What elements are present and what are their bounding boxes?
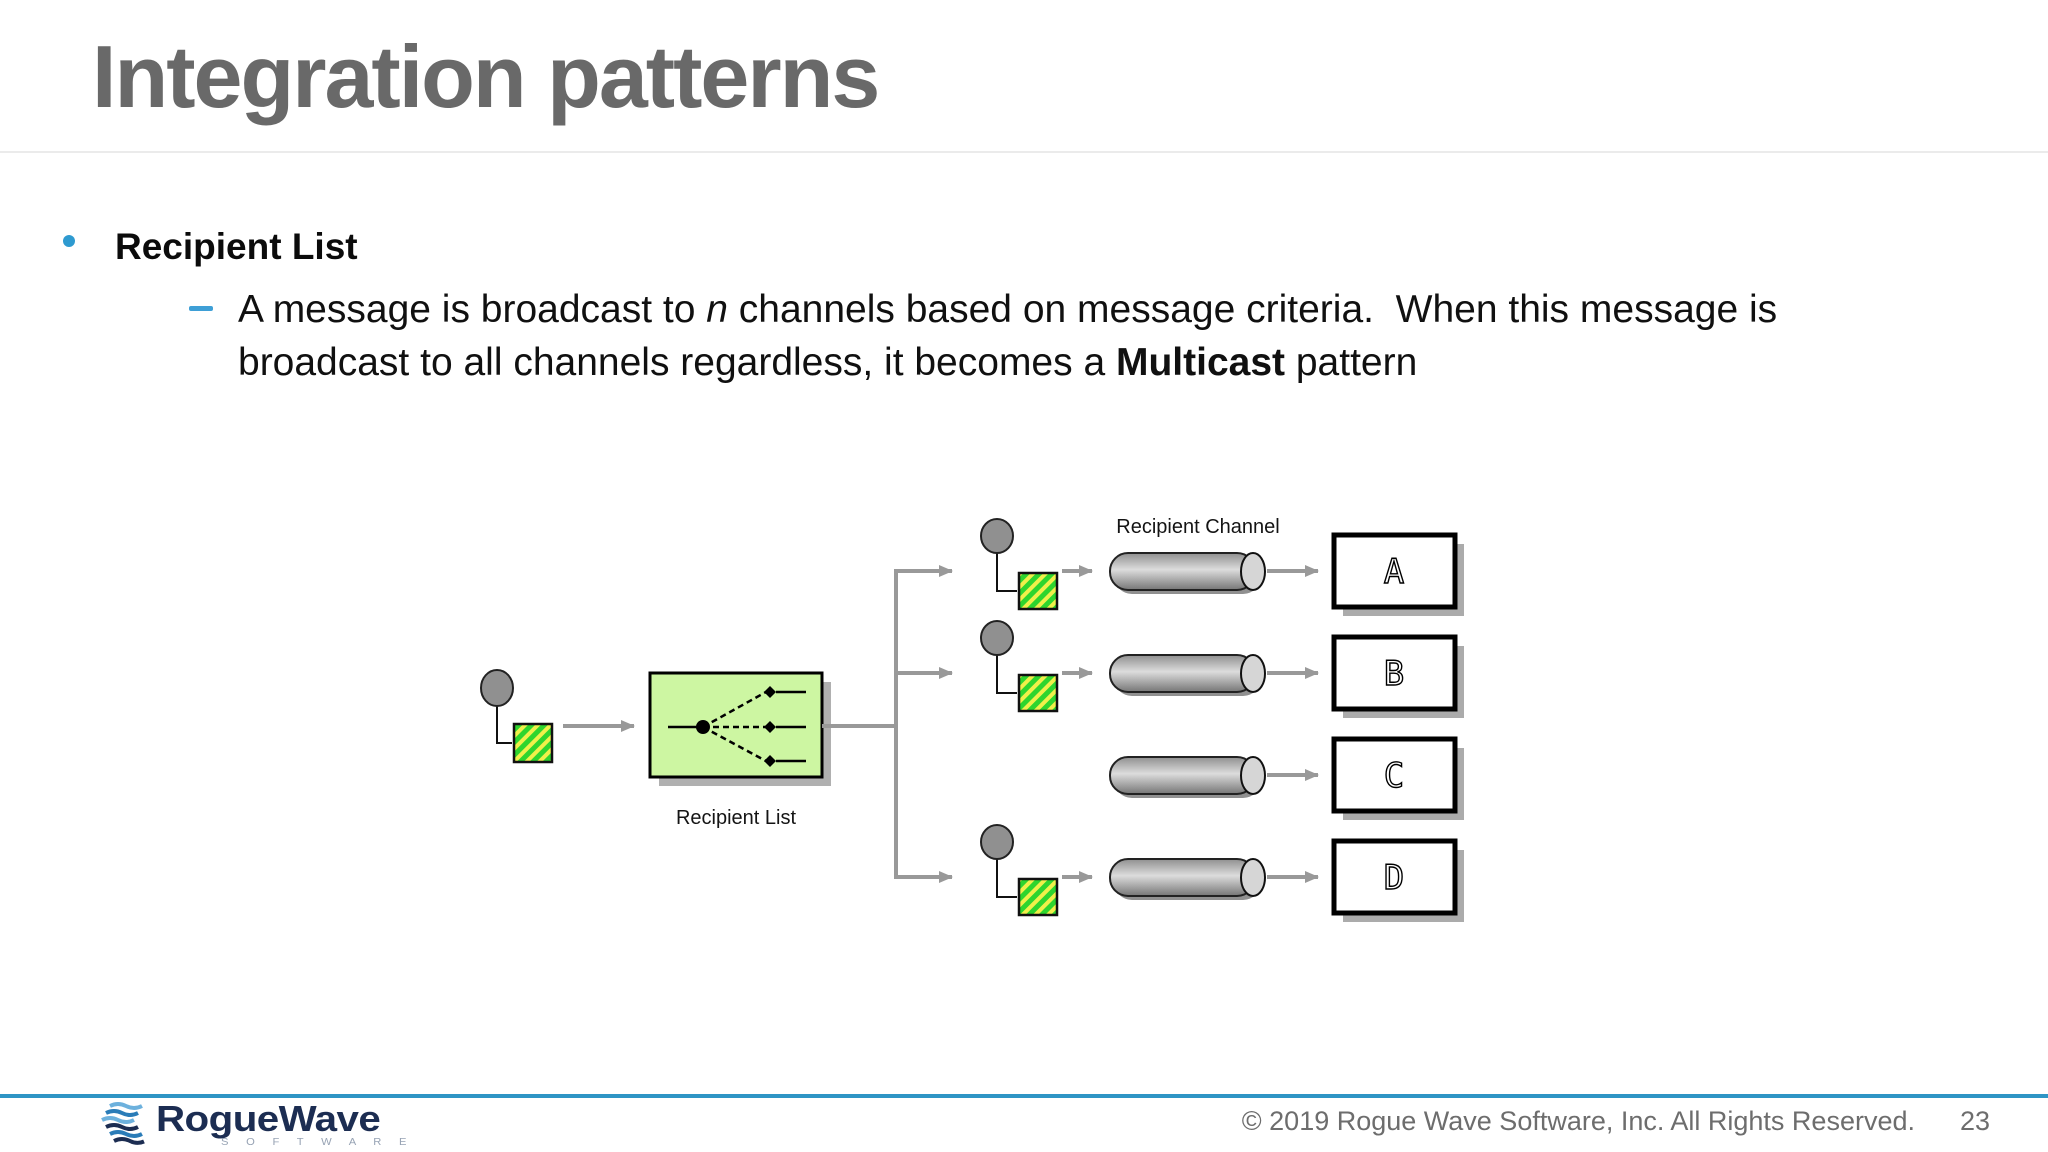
roguewave-waves-icon — [101, 1102, 145, 1145]
copyright-text: © 2019 Rogue Wave Software, Inc. All Rig… — [1241, 1106, 1915, 1136]
bullet-heading: Recipient List — [115, 226, 358, 267]
endpoint-letter-c: C — [1384, 756, 1404, 796]
roguewave-logo-subtext: S O F T W A R E — [220, 1137, 414, 1148]
endpoint-letter-b: B — [1384, 654, 1404, 694]
row-a-message-icon — [980, 518, 1059, 611]
paragraph-text: A message is broadcast to — [238, 288, 707, 331]
paragraph-line-1: A message is broadcast to n channels bas… — [238, 283, 1777, 336]
endpoint-letter-d: D — [1384, 858, 1404, 898]
message-hatch-square — [512, 722, 554, 764]
endpoint-box-d: D — [1331, 838, 1464, 922]
channel-cylinder-a — [1109, 552, 1266, 594]
title-separator — [0, 151, 2048, 153]
channel-cylinder-d — [1109, 858, 1266, 900]
dash-bullet — [189, 306, 213, 311]
paragraph-text: pattern — [1285, 341, 1418, 384]
paragraph-bold-multicast: Multicast — [1115, 341, 1286, 384]
message-circle — [480, 669, 514, 707]
bullet-dot — [63, 235, 75, 247]
roguewave-logo-text: RogueWave — [156, 1098, 381, 1139]
paragraph-text: broadcast to all channels regardless, it… — [238, 341, 1116, 384]
page-number: 23 — [1959, 1106, 1990, 1136]
paragraph-line-2: broadcast to all channels regardless, it… — [238, 336, 1777, 389]
row-b-message-icon — [980, 620, 1059, 713]
endpoint-box-b: B — [1331, 634, 1464, 718]
roguewave-logo: RogueWave S O F T W A R E — [100, 1101, 406, 1148]
paragraph-text: channels based on message criteria. When… — [727, 288, 1778, 331]
paragraph-italic-n: n — [706, 288, 728, 331]
recipient-list-box — [648, 671, 831, 786]
endpoint-box-c: C — [1331, 736, 1464, 820]
endpoint-box-a: A — [1331, 532, 1464, 616]
slide-title: Integration patterns — [92, 27, 880, 126]
endpoint-letter-a: A — [1384, 552, 1404, 592]
recipient-list-diagram: Recipient List Recipient Channel — [430, 495, 1520, 945]
channel-cylinder-c — [1109, 756, 1266, 798]
bullet-paragraph: A message is broadcast to n channels bas… — [238, 283, 1777, 389]
row-d-message-icon — [980, 824, 1059, 917]
recipient-channel-label: Recipient Channel — [1116, 516, 1279, 538]
channel-cylinder-b — [1109, 654, 1266, 696]
roguewave-logo-text-group: RogueWave S O F T W A R E — [156, 1101, 414, 1148]
source-message-icon — [480, 669, 554, 764]
footer-accent-line — [0, 1094, 2048, 1098]
recipient-list-label: Recipient List — [676, 807, 797, 829]
